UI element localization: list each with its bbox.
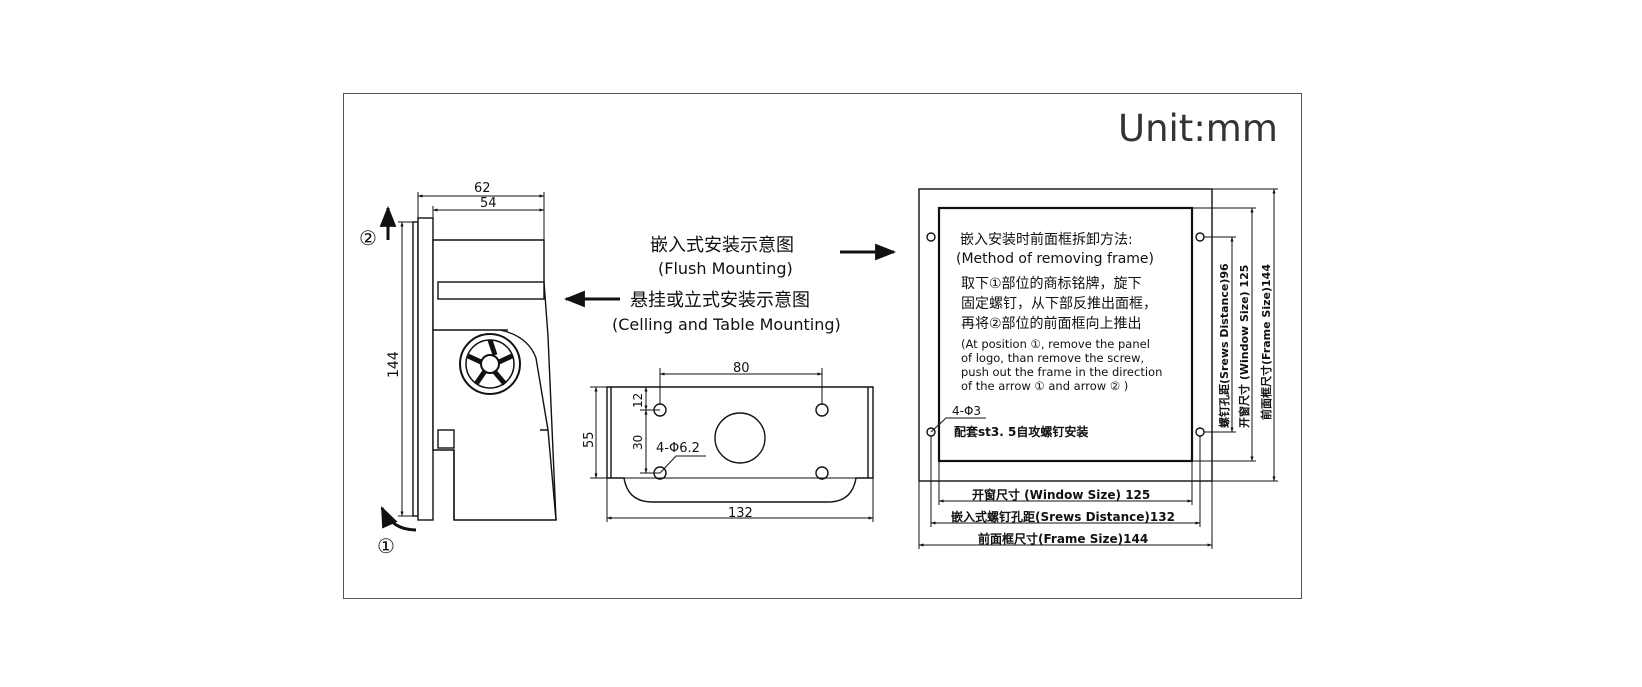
bracket-view [590,368,874,522]
dim-bracket-80: 80 [733,361,750,376]
ceiling-en-label: (Celling and Table Mounting) [612,315,841,334]
front-en-line2: of logo, than remove the screw, [961,351,1144,365]
marker-1: ① [377,534,395,558]
side-slot [437,281,545,300]
front-method-en: (Method of removing frame) [956,251,1154,267]
dim-side-62: 62 [474,181,491,196]
dim-screw-bottom: 嵌入式螺钉孔距(Srews Distance)132 [951,509,1175,524]
front-en-line1: (At position ①, remove the panel [961,337,1150,351]
dim-frame-bottom: 前面框尺寸(Frame Size)144 [978,531,1148,546]
front-method-cn: 嵌入安装时前面框拆卸方法: [960,231,1133,248]
marker-2: ② [359,226,377,250]
front-screw-hole [926,232,936,242]
flush-cn-label: 嵌入式安装示意图 [650,235,794,256]
front-en-line4: of the arrow ① and arrow ② ) [961,379,1128,393]
dim-side-144: 144 [386,351,402,378]
front-window [937,206,1194,463]
front-view [918,188,1278,549]
front-cn-line1: 取下①部位的商标铭牌，旋下 [961,275,1142,292]
flush-en-label: (Flush Mounting) [658,259,793,278]
bracket-hole [815,466,829,480]
front-cn-line2: 固定螺钉，从下部反推出面框， [961,296,1157,312]
front-en-line3: push out the frame in the direction [961,365,1162,379]
ceiling-cn-label: 悬挂或立式安装示意图 [630,290,810,311]
dim-frame-right: 前面框尺寸(Frame Size)144 [1259,264,1273,420]
bracket-center-hole [714,412,766,464]
front-screw-note: 配套st3. 5自攻螺钉安装 [954,424,1088,439]
dim-window-right: 开窗尺寸 (Window Size) 125 [1237,265,1251,428]
dim-bracket-30: 30 [631,435,645,450]
dim-bracket-55: 55 [582,431,597,448]
dim-window-bottom: 开窗尺寸 (Window Size) 125 [972,487,1150,502]
side-front-frame [417,217,434,521]
dim-bracket-12: 12 [631,393,645,408]
bracket-hole-label: 4-Φ6.2 [656,441,700,456]
bracket-plate [606,386,874,503]
unit-label: Unit:mm [1118,107,1278,150]
side-front-plate [412,221,419,517]
knob [459,333,521,395]
side-view [379,192,557,532]
front-cn-line3: 再将②部位的前面框向上推出 [961,315,1142,332]
dim-bracket-132: 132 [728,506,753,521]
front-hole-label: 4-Φ3 [952,404,981,418]
dim-screw-right: 螺钉孔距(Srews Distance)96 [1217,263,1231,428]
dim-side-54: 54 [480,196,497,211]
